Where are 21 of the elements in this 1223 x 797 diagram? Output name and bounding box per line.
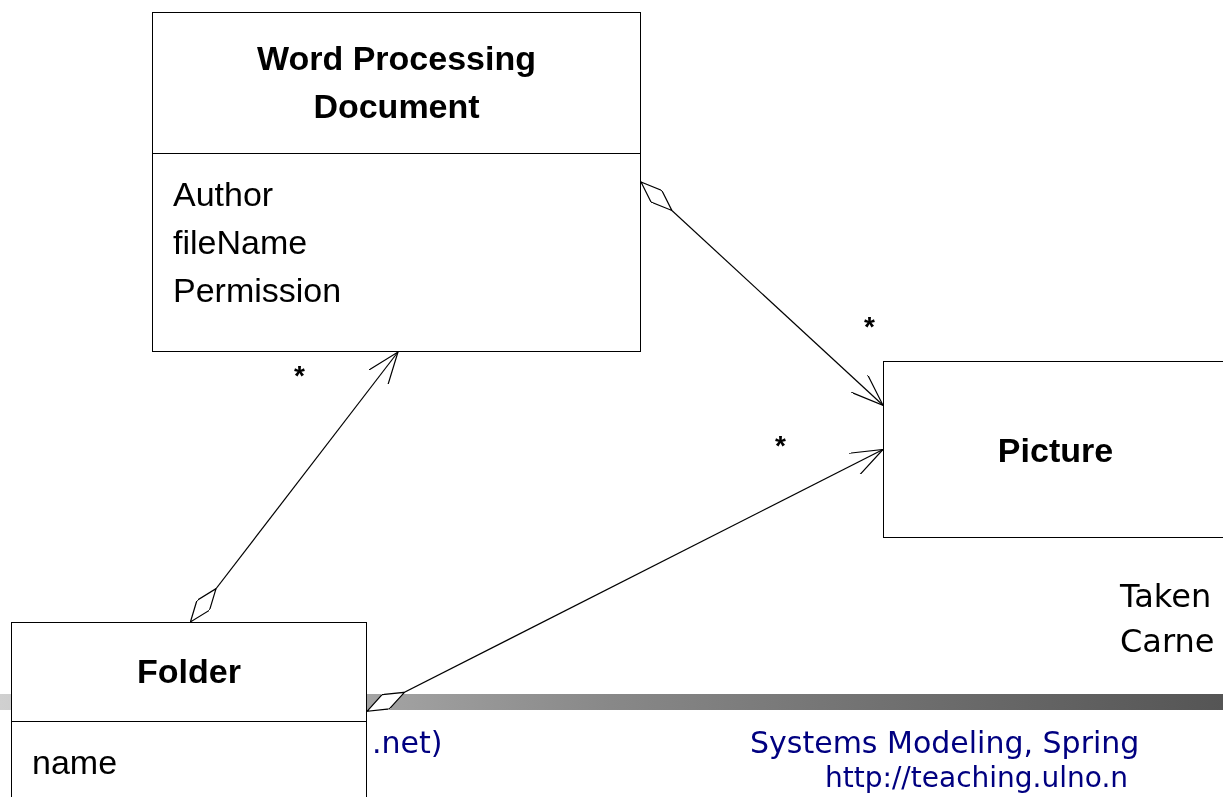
footer-text: Taken: [1120, 580, 1212, 612]
class-box: [152, 12, 641, 352]
attribute-text: Author: [173, 174, 274, 215]
attribute-text: fileName: [173, 222, 308, 263]
aggregation-arrow: [189, 351, 399, 623]
class-name: Word Processing Document: [256, 38, 537, 127]
footer-text: Systems Modeling, Spring: [750, 728, 1140, 758]
class-box: [11, 622, 367, 797]
class-name: Picture: [996, 429, 1115, 471]
attribute-text: Permission: [173, 270, 342, 311]
class-box: [883, 361, 1223, 538]
multiplicity-label: *: [294, 362, 305, 390]
footer-text: http://teaching.ulno.n: [825, 764, 1129, 792]
footer-text: Carne: [1120, 625, 1215, 657]
aggregation-arrow: [366, 448, 884, 712]
multiplicity-label: *: [864, 313, 875, 341]
attribute-text: name: [32, 742, 118, 783]
class-name: Folder: [136, 651, 242, 693]
footer-text: .net): [372, 728, 443, 758]
multiplicity-label: *: [775, 432, 786, 460]
aggregation-arrow: [640, 181, 884, 406]
